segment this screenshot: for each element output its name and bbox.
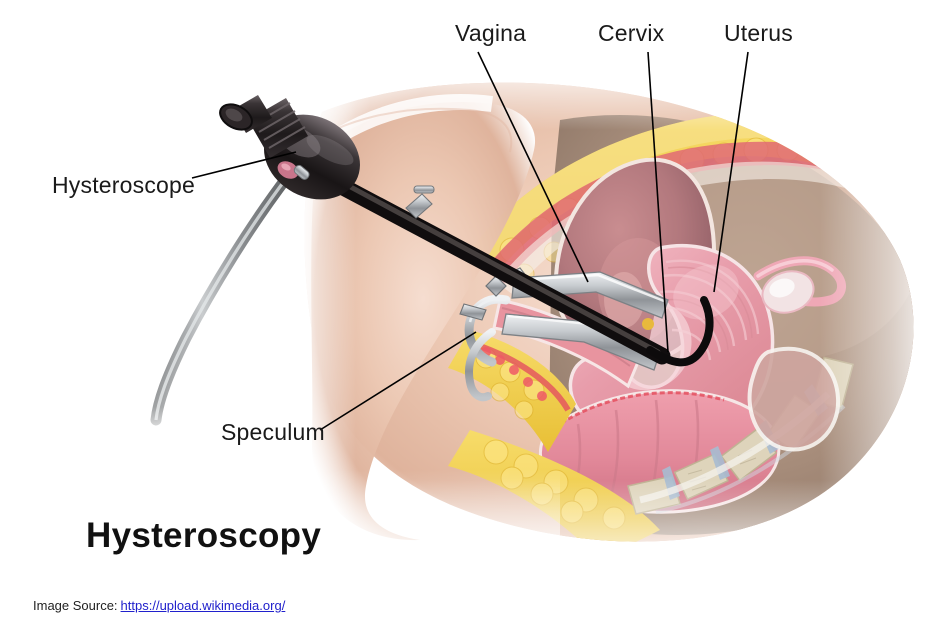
scope-light-post [277, 161, 310, 180]
image-source-attribution: Image Source:https://upload.wikimedia.or… [33, 598, 285, 613]
leader-uterus [713, 51, 749, 293]
label-uterus: Uterus [724, 20, 793, 46]
label-speculum: Speculum [221, 419, 325, 445]
leader-speculum [319, 331, 477, 431]
leader-vagina [477, 51, 589, 283]
thigh-contour [311, 101, 536, 541]
label-hysteroscope: Hysteroscope [52, 172, 196, 198]
label-cervix: Cervix [598, 20, 665, 46]
image-source-label: Image Source: [33, 598, 118, 613]
image-source-link[interactable]: https://upload.wikimedia.org/ [120, 598, 286, 613]
figure-title: Hysteroscopy [86, 516, 322, 555]
leader-cervix [647, 51, 669, 353]
label-vagina: Vagina [455, 20, 527, 46]
leader-hysteroscope [191, 151, 297, 179]
scope-stopcock [405, 185, 435, 219]
fallopian-tube-and-ovary [753, 256, 846, 314]
hysteroscope [130, 95, 714, 440]
leader-lines [191, 51, 749, 431]
scope-tip [646, 296, 714, 367]
internal-os [642, 318, 654, 330]
